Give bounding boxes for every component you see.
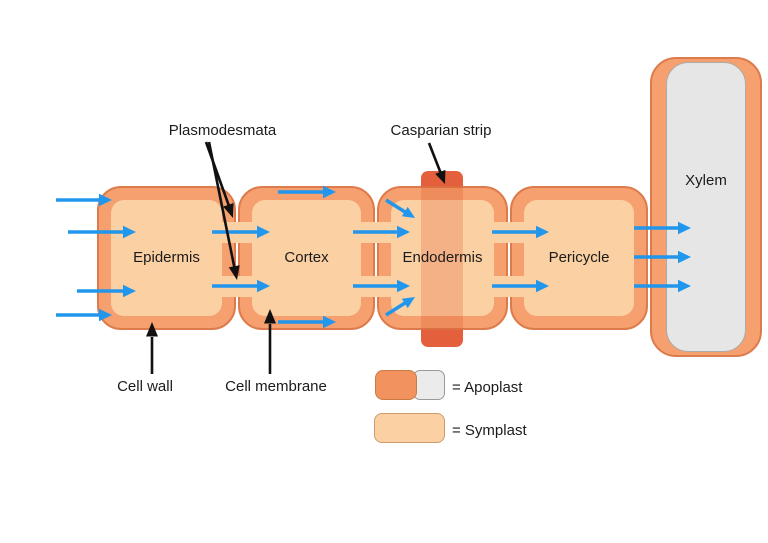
- casparian-strip-band: [421, 186, 463, 330]
- xylem-vessel: [650, 57, 762, 357]
- legend-symplast-label: = Symplast: [452, 422, 527, 439]
- casparian-strip-label: Casparian strip: [390, 122, 492, 139]
- xylem-vessel-interior: [666, 62, 746, 352]
- plasmodesma-channel-cortex-endodermis-upper: [357, 222, 395, 243]
- pericycle-label: Pericycle: [548, 249, 610, 266]
- legend-symplast-swatch: [374, 413, 445, 443]
- cortex-cell: [238, 186, 375, 330]
- plasmodesma-channel-epidermis-cortex-lower: [218, 276, 256, 297]
- cortex-cell-interior: [252, 200, 361, 316]
- cell-membrane-label: Cell membrane: [225, 378, 327, 395]
- plasmodesma-channel-cortex-endodermis-lower: [357, 276, 395, 297]
- legend-apoplast-orange-swatch: [375, 370, 417, 400]
- endodermis-cell-interior: [391, 200, 494, 316]
- pericycle-cell-interior: [524, 200, 634, 316]
- casparian-strip-pointer: [427, 142, 442, 174]
- plasmodesmata-label: Plasmodesmata: [168, 122, 277, 139]
- xylem-label: Xylem: [685, 172, 727, 189]
- casparian-strip-bottom-cap: [421, 326, 463, 347]
- plasmodesma-channel-endodermis-pericycle-lower: [490, 276, 528, 297]
- cell-wall-label: Cell wall: [117, 378, 173, 395]
- legend-apoplast-gray-swatch: [413, 370, 445, 400]
- epidermis-label: Epidermis: [133, 249, 200, 266]
- cortex-label: Cortex: [284, 249, 329, 266]
- plasmodesma-channel-endodermis-pericycle-upper: [490, 222, 528, 243]
- endodermis-label: Endodermis: [402, 249, 483, 266]
- legend-apoplast-label: = Apoplast: [452, 379, 523, 396]
- plasmodesma-channel-epidermis-cortex-upper: [218, 222, 256, 243]
